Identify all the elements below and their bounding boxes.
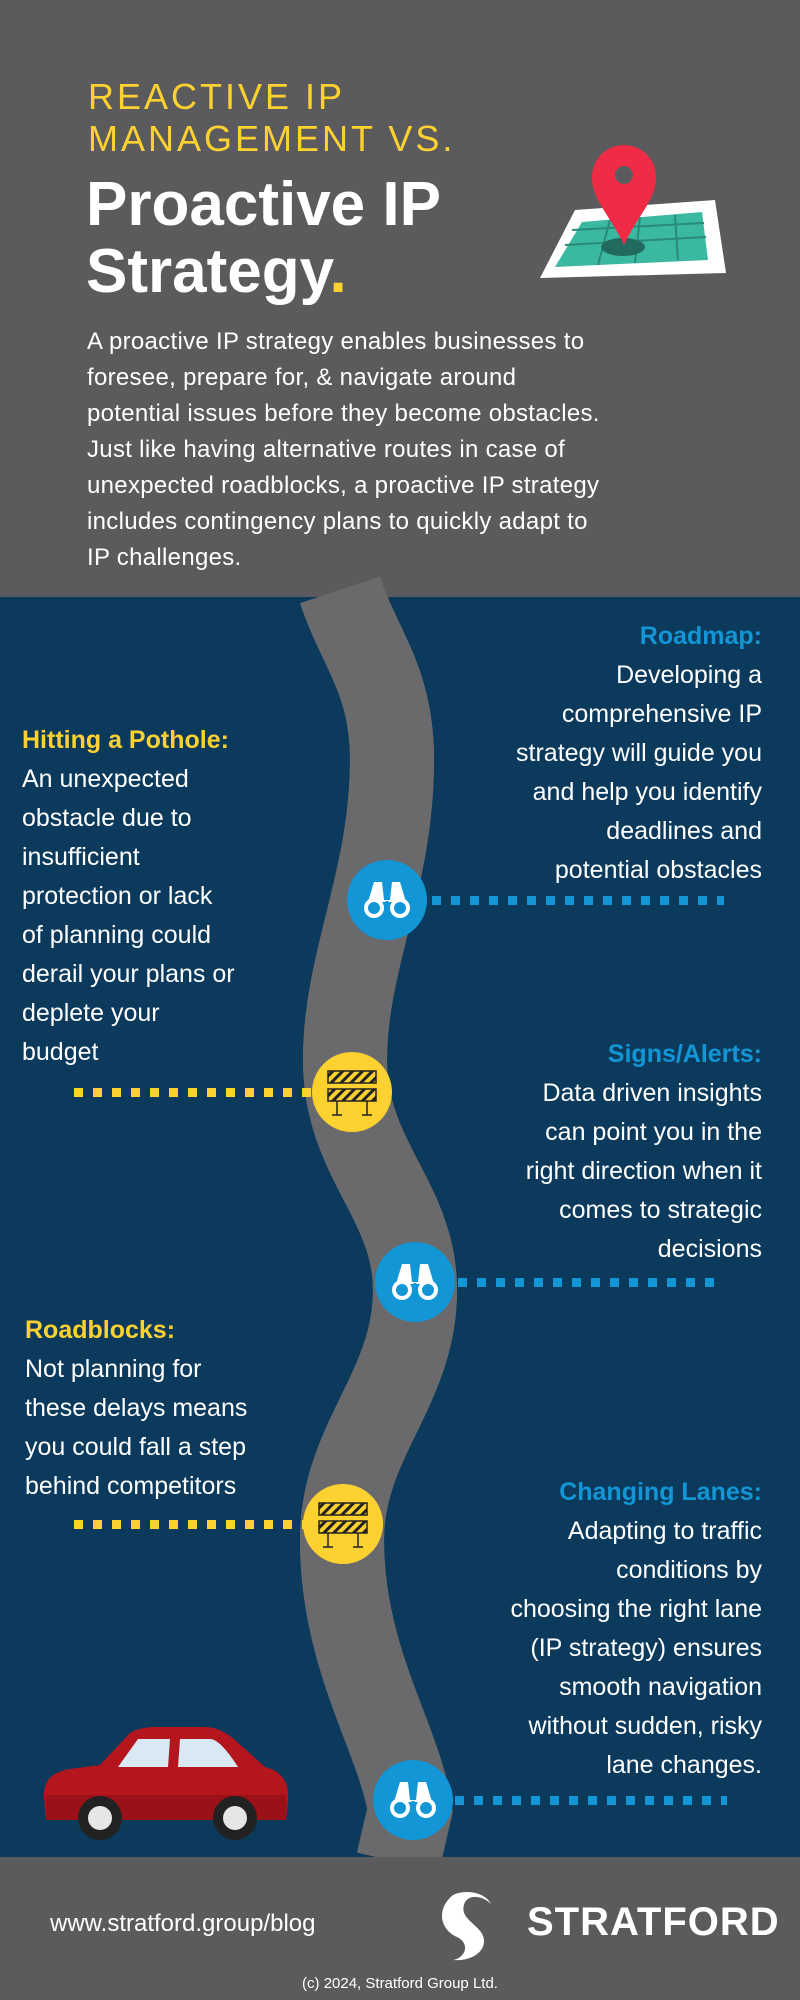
- section-line: smooth navigation: [559, 1673, 762, 1701]
- section-line: obstacle due to: [22, 804, 192, 832]
- section-line: behind competitors: [25, 1472, 237, 1500]
- section-signs-alerts: Signs/Alerts: Data driven insights can p…: [526, 1035, 762, 1269]
- copyright: (c) 2024, Stratford Group Ltd.: [302, 1975, 498, 1992]
- page-title: Proactive IP: [86, 170, 441, 240]
- section-line: Developing a: [616, 661, 762, 689]
- dotted-connector: [74, 1088, 314, 1097]
- section-line: protection or lack: [22, 882, 213, 910]
- section-line: An unexpected: [22, 765, 189, 793]
- section-line: without sudden, risky: [528, 1712, 762, 1740]
- intro-line: IP challenges.: [87, 544, 242, 571]
- binoculars-icon: [375, 1242, 455, 1322]
- intro-line: Just like having alternative routes in c…: [87, 436, 566, 463]
- section-line: comes to strategic: [559, 1196, 762, 1224]
- footer: [0, 1857, 800, 2000]
- section-line: potential obstacles: [554, 856, 762, 884]
- page-title: Strategy.: [86, 237, 347, 307]
- section-heading: Signs/Alerts:: [607, 1040, 762, 1068]
- dotted-connector: [455, 1796, 727, 1805]
- stratford-logo-icon: [441, 1892, 491, 1961]
- kicker-line: REACTIVE IP: [88, 76, 346, 117]
- section-line: strategy will guide you: [516, 739, 762, 767]
- section-line: deadlines and: [606, 817, 762, 845]
- intro-line: A proactive IP strategy enables business…: [87, 328, 585, 355]
- dotted-connector: [432, 896, 724, 905]
- section-line: insufficient: [22, 843, 140, 871]
- intro-paragraph: A proactive IP strategy enables business…: [87, 324, 747, 576]
- section-roadmap: Roadmap: Developing a comprehensive IP s…: [516, 617, 762, 890]
- title-line: Strategy: [86, 237, 330, 306]
- road-barrier-icon: [303, 1484, 383, 1564]
- section-line: of planning could: [22, 921, 212, 949]
- section-line: right direction when it: [525, 1157, 762, 1185]
- section-line: these delays means: [25, 1394, 248, 1422]
- section-line: comprehensive IP: [561, 700, 762, 728]
- section-pothole: Hitting a Pothole: An unexpected obstacl…: [22, 721, 235, 1072]
- section-line: can point you in the: [545, 1118, 762, 1146]
- section-line: decisions: [657, 1235, 762, 1263]
- dotted-connector: [74, 1520, 304, 1529]
- section-line: you could fall a step: [25, 1433, 246, 1461]
- section-changing-lanes: Changing Lanes: Adapting to traffic cond…: [510, 1473, 762, 1785]
- section-roadblocks: Roadblocks: Not planning for these delay…: [25, 1311, 247, 1506]
- intro-line: includes contingency plans to quickly ad…: [87, 508, 588, 535]
- section-line: choosing the right lane: [510, 1595, 762, 1623]
- section-heading: Changing Lanes:: [559, 1478, 762, 1506]
- section-line: derail your plans or: [22, 960, 235, 988]
- section-line: (IP strategy) ensures: [530, 1634, 762, 1662]
- intro-line: unexpected roadblocks, a proactive IP st…: [87, 472, 600, 499]
- intro-line: potential issues before they become obst…: [87, 400, 600, 427]
- road-barrier-icon: [312, 1052, 392, 1132]
- section-line: deplete your: [22, 999, 160, 1027]
- blog-link[interactable]: www.stratford.group/blog: [50, 1910, 316, 1937]
- binoculars-icon: [347, 860, 427, 940]
- binoculars-icon: [373, 1760, 453, 1840]
- intro-line: foresee, prepare for, & navigate around: [87, 364, 517, 391]
- section-line: and help you identify: [532, 778, 762, 806]
- section-line: Not planning for: [25, 1355, 202, 1383]
- section-line: budget: [22, 1038, 99, 1066]
- section-heading: Hitting a Pothole:: [22, 726, 229, 754]
- header: REACTIVE IP MANAGEMENT VS. Proactive IP …: [0, 0, 800, 597]
- section-heading: Roadblocks:: [25, 1316, 176, 1344]
- section-line: conditions by: [616, 1556, 762, 1584]
- section-line: Data driven insights: [542, 1079, 762, 1107]
- car-illustration: [44, 1727, 289, 1840]
- map-pin-icon: [540, 145, 726, 278]
- kicker-line: MANAGEMENT VS.: [88, 118, 456, 159]
- section-line: Adapting to traffic: [567, 1517, 762, 1545]
- brand-name: STRATFORD: [527, 1900, 780, 1944]
- section-heading: Roadmap:: [639, 622, 762, 650]
- section-line: lane changes.: [606, 1751, 762, 1779]
- dotted-connector: [458, 1278, 724, 1287]
- title-line: Proactive IP: [86, 170, 441, 239]
- title-dot: .: [329, 237, 347, 306]
